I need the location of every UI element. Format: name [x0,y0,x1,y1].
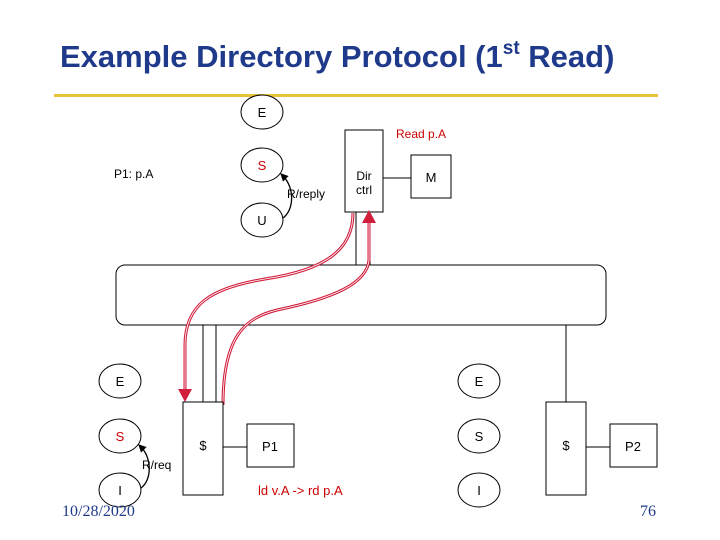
p1-cache-box [182,401,224,496]
p2-processor-label: P2 [625,439,641,454]
p1-cache-label: $ [199,438,207,453]
title-superscript: st [502,38,520,59]
slide-title: Example Directory Protocol (1st Read) [60,38,614,75]
dir-u-to-s-arrow [280,173,293,219]
title-end: Read) [519,39,615,74]
p2-state-e-circle [457,363,501,399]
p1-operation-label: ld v.A -> rd p.A [258,483,343,498]
p1-state-i-circle [98,472,142,508]
title-main: Example Directory Protocol (1 [60,39,503,74]
p1-processor-box [246,423,295,468]
dir-state-e-circle [240,94,284,130]
dir-state-s-circle [240,147,284,183]
reply-label: R/reply [287,187,325,201]
p1-processor-label: P1 [262,439,278,454]
reply-data-arrow-inner [184,212,354,392]
p1-i-to-s-arrow [138,444,150,489]
reply-data-arrowhead [178,389,192,402]
p2-cache-box [545,401,587,496]
interconnect-bus [115,264,607,326]
p1-state-e-circle [98,363,142,399]
read-request-arrowhead [362,210,376,223]
dir-ctrl-label-line2: ctrl [356,183,372,197]
dir-state-u-label: U [257,213,266,228]
p2-state-e-label: E [475,374,484,389]
p1-state-i-label: I [118,483,122,498]
dir-state-s-label: S [258,158,267,173]
dir-ctrl-box [344,129,384,213]
footer-date: 10/28/2020 [62,503,135,520]
p2-state-s-label: S [475,429,484,444]
memory-box [410,154,452,199]
p2-state-s-circle [457,418,501,454]
p1-request-label: P1: p.A [114,167,153,181]
p2-processor-box [609,423,658,468]
read-request-arrow-inner [222,219,370,406]
p1-state-s-label: S [116,429,125,444]
title-rule [54,94,658,97]
page-number: 76 [640,503,656,520]
p2-state-i-circle [457,472,501,508]
p2-cache-label: $ [562,438,570,453]
dir-state-u-circle [240,202,284,238]
p1-state-e-label: E [116,374,125,389]
read-pa-label: Read p.A [396,127,446,141]
memory-label: M [426,170,437,185]
dir-state-e-label: E [258,105,267,120]
dir-ctrl-label-line1: Dir [356,169,371,183]
p2-state-i-label: I [477,483,481,498]
p1-state-s-circle [98,418,142,454]
p1-request-transition-label: R/req [142,458,171,472]
